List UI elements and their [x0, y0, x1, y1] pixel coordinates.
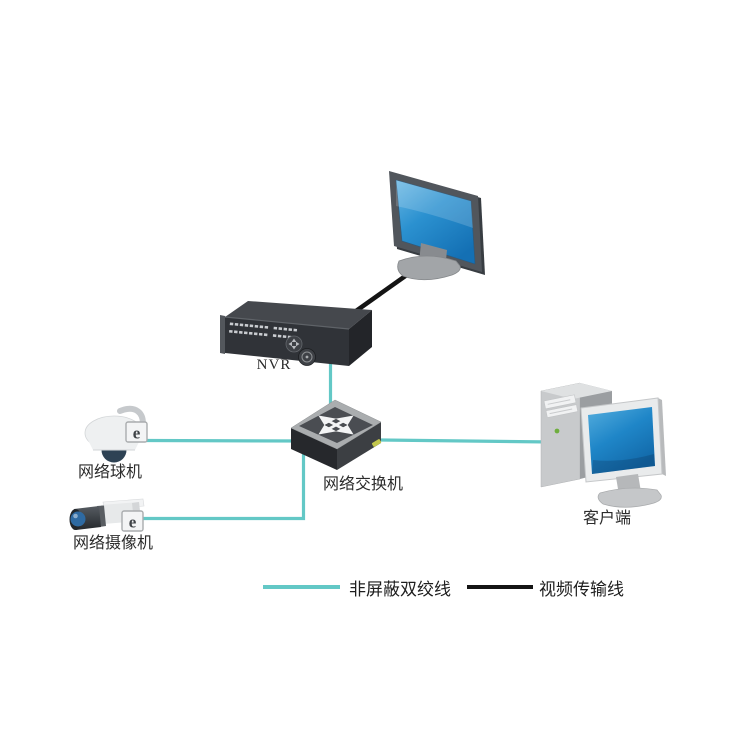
nvr-right-face: [349, 310, 372, 366]
monitor-stand-base: [397, 255, 461, 281]
legend-utp-label: 非屏蔽双绞线: [349, 580, 451, 599]
nvr-jog-knob: [298, 348, 316, 366]
pc-power-led: [554, 428, 560, 434]
video-cable: [353, 269, 414, 314]
nvr-left-cap: [220, 315, 225, 354]
pc-monitor-screen: [588, 407, 655, 474]
monitor-screen: [395, 179, 476, 265]
switch-front-right-face: [337, 422, 381, 470]
box-lens-glare: [73, 513, 78, 519]
pc-monitor-frame-edge: [658, 398, 666, 476]
monitor-display: [389, 171, 485, 281]
legend-video-swatch: [467, 585, 533, 589]
pc-screen-wave: [592, 454, 655, 474]
pc-tower-top: [541, 383, 612, 399]
dome-camera-ethernet-badge: e: [125, 421, 148, 443]
nvr-device: [220, 301, 372, 366]
pc-drive-bays: [543, 394, 579, 419]
utp-line-switch-client: [377, 438, 554, 444]
utp-line-boxcam-switch: [142, 448, 306, 521]
legend-video-label: 视频传输线: [539, 580, 624, 599]
dome-camera-label: 网络球机: [77, 464, 142, 481]
switch-front-left-face: [291, 428, 337, 470]
switch-arrows-icon: [318, 415, 354, 435]
nvr-front-edge: [224, 316, 350, 330]
switch-sticker: [371, 439, 382, 447]
client-pc: [540, 382, 666, 508]
box-camera: e: [69, 498, 145, 532]
nvr-front-buttons: [229, 322, 298, 339]
pc-monitor-base: [597, 487, 662, 508]
ethernet-badge-glyph: e: [129, 513, 137, 532]
nvr-label: NVR: [256, 357, 292, 373]
network-switch: [290, 399, 382, 470]
switch-label: 网络交换机: [322, 476, 403, 493]
utp-line-dome-switch: [145, 438, 306, 443]
nvr-top-face: [225, 301, 372, 329]
legend: 非屏蔽双绞线 视频传输线: [0, 575, 750, 599]
box-camera-lens-glass: [70, 511, 86, 527]
legend-utp-swatch: [263, 585, 340, 589]
nvr-dpad: [285, 335, 303, 353]
connection-lines: [142, 269, 554, 521]
ethernet-badge-glyph: e: [133, 424, 141, 443]
dome-camera: e: [84, 405, 148, 463]
box-camera-label: 网络摄像机: [72, 535, 153, 552]
monitor-screen-glare: [396, 180, 473, 228]
box-camera-ethernet-badge: e: [121, 510, 144, 532]
client-label: 客户端: [582, 510, 631, 527]
